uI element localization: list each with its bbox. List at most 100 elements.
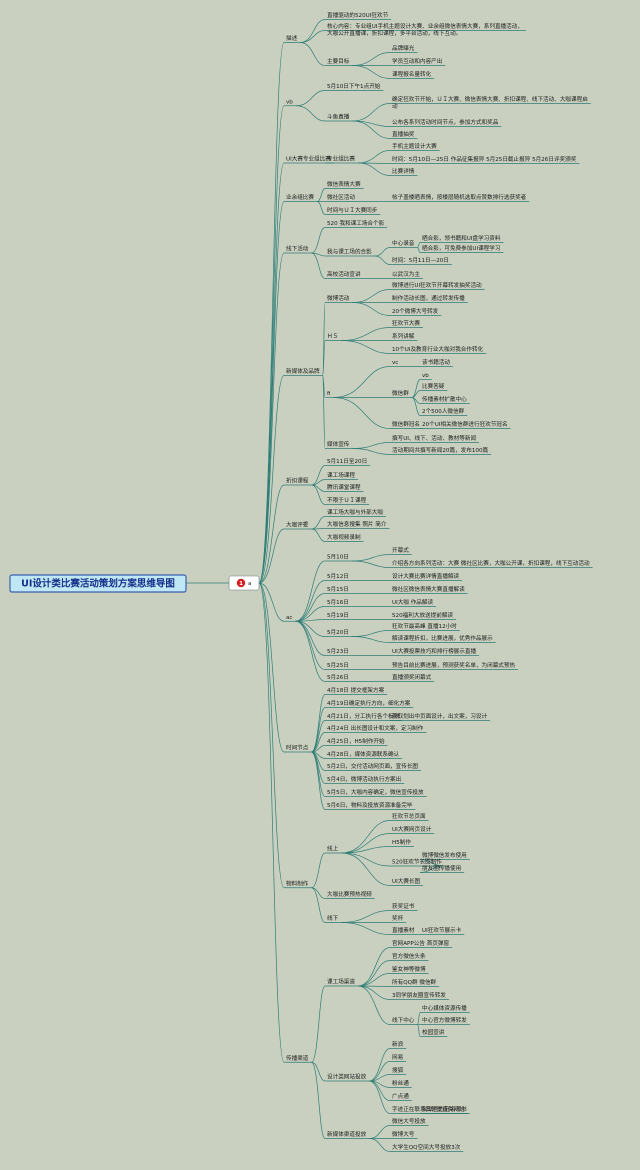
leaf-node[interactable]: UI大赛长图 [392,877,421,885]
branch-node[interactable]: 描述 [286,34,298,42]
leaf-node[interactable]: 设计大赛比赛详情直播解读 [392,572,460,580]
branch-node[interactable]: 字迹正在联系其他垂直类网站 [392,1105,465,1113]
leaf-node[interactable]: 公布各系列活动时间节点，参加方式和奖品 [392,118,499,126]
leaf-node[interactable]: 大咖信息搜集 照片 简介 [327,520,387,528]
leaf-node[interactable]: UI大赛投票技巧和排行榜展示直播 [392,647,476,655]
branch-node[interactable]: 物料制作 [286,879,309,887]
leaf-node[interactable]: 直播抽奖 [392,130,415,138]
leaf-node[interactable]: 课程报名量转化 [392,70,432,78]
leaf-node[interactable]: 不限于ＵＩ课程 [327,496,367,504]
leaf-node[interactable]: 时间：5月10日—25日 作品征集报异 5月25日截止报异 5月26日评奖颁奖 [392,155,577,163]
leaf-node[interactable]: 搜狐 [392,1066,404,1074]
branch-node[interactable]: 5月25日 [327,662,349,669]
leaf-node[interactable]: 粉丝通 [392,1079,409,1087]
branch-node[interactable]: 5月23日 [327,648,349,655]
leaf-node[interactable]: 狂欢节大赛 [392,319,420,327]
leaf-node[interactable]: 中心媒体资源传播 [422,1004,467,1012]
branch-node[interactable]: 斗鱼直播 [327,113,350,121]
branch-node[interactable]: 新媒体渠道投放 [327,1130,367,1138]
leaf-node[interactable]: 10个UI及教育行业大咖对我合作转化 [392,345,484,353]
leaf-node[interactable]: 微信表情大赛 [327,180,361,188]
branch-node[interactable]: 直播素材 [392,926,415,934]
leaf-node[interactable]: 4月25日，H5制作开始 [327,737,385,745]
leaf-node[interactable]: 4月28日，媒体资源联系确认 [327,750,400,758]
leaf-node[interactable]: 介绍各方向系列活动：大赛 微社区比赛，大咖公开课，折扣课程，线下互动活动 [392,559,590,567]
leaf-node[interactable]: 狂欢节最高峰 直播12小时 [392,622,457,630]
leaf-node[interactable]: UI狂欢节展示卡 [422,926,462,934]
leaf-node[interactable]: 2个500人微信群 [422,407,465,415]
branch-node[interactable]: 5月16日 [327,599,349,606]
leaf-node[interactable]: 比赛答疑 [422,382,445,390]
leaf-node[interactable]: 直播驱动的520UI狂欢节 [327,11,389,19]
branch-node[interactable]: 中心录音 [392,239,415,247]
leaf-node[interactable]: 晒合影，领书籍和UI盘学习资料 [422,234,501,242]
leaf-node[interactable]: 制作活动长图，通过转发传播 [392,294,465,302]
leaf-node[interactable]: 传播素材扩散中心 [422,395,467,403]
leaf-node[interactable]: 撰写UI、线下、活动、教材等新闻 [392,434,476,442]
leaf-node[interactable]: 以武汉为主 [392,270,420,278]
branch-node[interactable]: 5月20日 [327,629,349,636]
branch-node[interactable]: UI大赛专业组比赛 [286,155,331,163]
leaf-node[interactable]: 时间：5月11日—20日 [392,256,449,264]
branch-node[interactable]: Ｈ５ [327,333,338,340]
branch-node[interactable]: 传播渠道 [286,1054,309,1062]
leaf-node[interactable]: 网易 [392,1054,404,1061]
leaf-node[interactable]: 5月11日至20日 [327,458,367,465]
leaf-node[interactable]: 520 我和课工场合个影 [327,219,385,227]
leaf-node[interactable]: 微信大号投放 [392,1117,426,1125]
leaf-node[interactable]: 3同学朋友圈宣传转发 [392,991,446,999]
leaf-node[interactable]: 学员互动和内容产出 [392,57,442,65]
leaf-node[interactable]: 微社区微信表情大赛直播解读 [392,585,465,593]
branch-node[interactable]: 主要目标 [327,57,350,65]
leaf-node[interactable]: UI大咖 作品解读 [392,598,433,606]
branch-node[interactable]: 线下活动 [286,245,309,253]
leaf-node[interactable]: 5月2日，交付活动网页面，宣传长图 [327,762,418,770]
leaf-node[interactable]: 确定狂欢节开始，ＵＩ大赛、微信表情大赛、折扣课程、线下活动、大咖课程启 [392,95,588,103]
branch-node[interactable]: fi [327,391,331,397]
branch-node[interactable]: 线上 [327,845,339,853]
branch-node[interactable]: ac [286,615,293,621]
leaf-node[interactable]: 大咖比赛预热视频 [327,890,372,898]
leaf-node[interactable]: vb [422,373,429,379]
leaf-node[interactable]: 品牌曝光 [392,44,415,52]
branch-node[interactable]: 4月21日，分工执行各个板块 [327,712,400,720]
branch-node[interactable]: 线下中心 [392,1016,415,1024]
leaf-node[interactable]: 课工场课程 [327,471,355,479]
leaf-node[interactable]: 获取划出中页面设计，出文案，习设计 [392,712,488,720]
leaf-node[interactable]: 比赛详情 [392,167,415,175]
branch-node[interactable]: 新媒体及品牌 [286,367,320,375]
branch-node[interactable]: 5月19日 [327,612,349,619]
branch-node[interactable]: 微信群冠名 [392,420,420,428]
branch-node[interactable]: 折扣课程 [286,477,309,485]
leaf-node[interactable]: 4月19日确定执行方向，细化方案 [327,699,411,707]
leaf-node[interactable]: 大咖视频录制 [327,533,361,541]
branch-node[interactable]: 课工场渠道 [327,978,355,986]
leaf-node[interactable]: 晒合影，可免费参加UI课程学习 [422,244,500,252]
branch-node[interactable]: 5月10日 [327,554,349,561]
leaf-node[interactable]: 系列讲解 [392,332,415,340]
leaf-node[interactable]: 4月18日 提交框架方案 [327,686,385,694]
leaf-node[interactable]: 帖子盖楼晒表情，按楼层随机选取点赞数排行选获奖者 [392,193,527,201]
branch-node[interactable]: 微信群 [392,389,409,397]
branch-node[interactable]: 大咖评委 [286,521,309,529]
leaf-node[interactable]: 解读课程折扣，比赛进展，优秀作品展示 [392,634,493,642]
leaf-node[interactable]: 获奖证书 [392,902,415,910]
leaf-node[interactable]: 活动期间共撰写新闻20篇，发布100篇 [392,446,489,454]
leaf-node[interactable]: 4月24日 出长图设计和文案，定习制作 [327,724,424,732]
branch-node[interactable]: 我与课工场的合影 [327,248,372,256]
leaf-node[interactable]: 520福利大放送提前解读 [392,611,453,619]
branch-node[interactable]: vb [286,99,293,105]
branch-node[interactable]: 设计类网站投放 [327,1073,367,1081]
leaf-node[interactable]: 5月4日，微博活动执行方案出 [327,775,401,783]
leaf-node[interactable]: 20个UI相关微信群进行狂欢节冠名 [422,420,508,428]
branch-node[interactable]: 线下 [327,914,339,922]
leaf-node[interactable]: 课工场大咖与外部大咖 [327,508,383,516]
leaf-node[interactable]: 新浪 [392,1040,404,1048]
leaf-node[interactable]: 腾讯课堂课程 [327,483,361,491]
leaf-node[interactable]: 狂欢节总页面 [392,812,426,820]
branch-node[interactable]: vc [392,360,398,366]
branch-node[interactable]: 时间节点 [286,744,309,752]
leaf-node[interactable]: 开幕式 [392,546,409,554]
branch-node[interactable]: 5月26日 [327,674,349,681]
branch-node[interactable]: 微社区活动 [327,193,355,201]
